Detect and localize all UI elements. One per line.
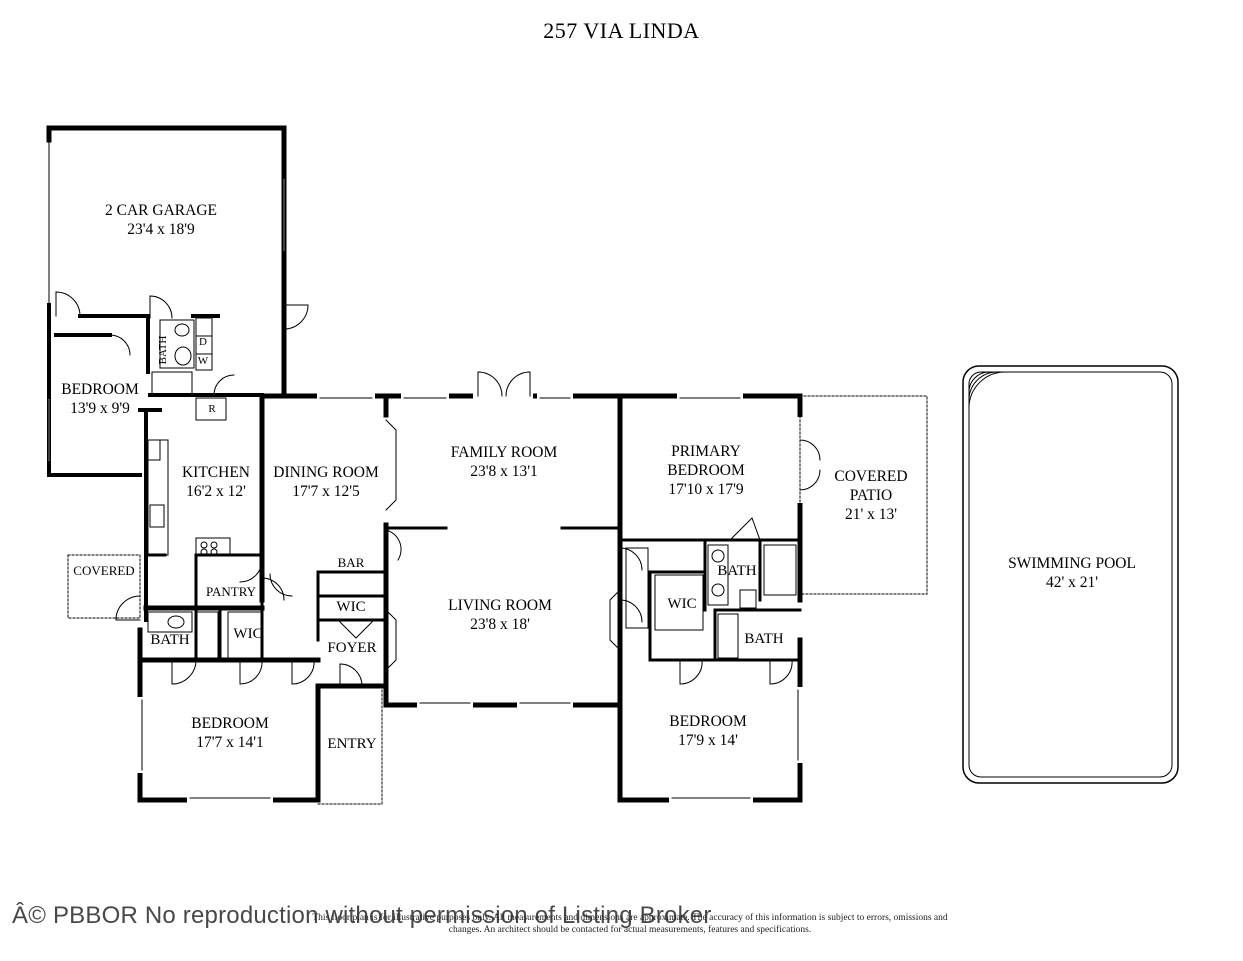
living-name: LIVING ROOM (448, 597, 552, 614)
label-bar: BAR (337, 555, 365, 570)
dining-name: DINING ROOM (273, 464, 379, 481)
room-label-kitchen: KITCHEN 16'2 x 12' (182, 463, 250, 501)
kitchen-name: KITCHEN (181, 464, 251, 481)
bedroom-sw-dim: 17'7 x 14'1 (196, 734, 264, 751)
label-pantry: PANTRY (205, 584, 257, 599)
label-wic-foyer: WIC (336, 599, 366, 615)
room-label-pool: SWIMMING POOL 42' x 21' (1008, 554, 1136, 592)
label-wic-west: WIC (233, 626, 263, 642)
room-label-primary: PRIMARY BEDROOM 17'10 x 17'9 (667, 442, 745, 499)
primary-name-line2: BEDROOM (667, 462, 745, 479)
pool-dim: 42' x 21' (1045, 574, 1099, 591)
room-label-bedroom-nw: BEDROOM 13'9 x 9'9 (61, 380, 139, 418)
room-label-garage: 2 CAR GARAGE 23'4 x 18'9 (105, 201, 217, 239)
label-bath-garage: BATH (157, 335, 169, 365)
label-dryer: D (199, 336, 207, 348)
patio-name-line1: COVERED (834, 468, 908, 485)
label-entry: ENTRY (327, 736, 377, 752)
label-bath-west: BATH (150, 632, 190, 648)
watermark: Â© PBBOR No reproduction without permiss… (12, 902, 712, 929)
primary-name-line1: PRIMARY (671, 443, 741, 460)
bedroom-sw-name: BEDROOM (191, 715, 269, 732)
disclaimer-text: This floor plan is for illustrative purp… (312, 913, 948, 935)
garage-walls (46, 125, 287, 399)
bedroom-nw-name: BEDROOM (61, 381, 139, 398)
family-name: FAMILY ROOM (450, 444, 558, 461)
kitchen-dim: 16'2 x 12' (186, 483, 246, 500)
living-dim: 23'8 x 18' (470, 616, 530, 633)
room-label-family: FAMILY ROOM 23'8 x 13'1 (451, 443, 558, 481)
bedroom-se-dim: 17'9 x 14' (678, 732, 738, 749)
primary-dim: 17'10 x 17'9 (668, 481, 744, 498)
label-wic-primary: WIC (667, 596, 697, 612)
room-label-bedroom-se: BEDROOM 17'9 x 14' (669, 712, 747, 750)
garage-name: 2 CAR GARAGE (105, 202, 217, 219)
bedroom-nw-dim: 13'9 x 9'9 (70, 400, 130, 417)
label-covered-west: COVERED (73, 563, 135, 578)
room-label-bedroom-sw: BEDROOM 17'7 x 14'1 (191, 714, 269, 752)
room-label-patio: COVERED PATIO 21' x 13' (834, 467, 907, 524)
label-foyer: FOYER (327, 640, 377, 656)
room-label-living: LIVING ROOM 23'8 x 18' (448, 596, 552, 634)
pool-outline (962, 365, 1179, 784)
patio-dim: 21' x 13' (844, 506, 898, 523)
patio-name-line2: PATIO (849, 487, 893, 504)
label-bath-east: BATH (744, 631, 784, 647)
label-washer: W (197, 355, 209, 367)
label-bath-primary: BATH (717, 563, 757, 579)
pool-name: SWIMMING POOL (1008, 555, 1136, 572)
garage-dim: 23'4 x 18'9 (127, 221, 195, 238)
dining-dim: 17'7 x 12'5 (292, 483, 360, 500)
room-label-dining: DINING ROOM 17'7 x 12'5 (273, 463, 378, 501)
plan-title: 257 VIA LINDA (543, 18, 700, 43)
bedroom-se-name: BEDROOM (669, 713, 747, 730)
label-refrigerator: R (208, 403, 216, 415)
family-dim: 23'8 x 13'1 (470, 463, 538, 480)
